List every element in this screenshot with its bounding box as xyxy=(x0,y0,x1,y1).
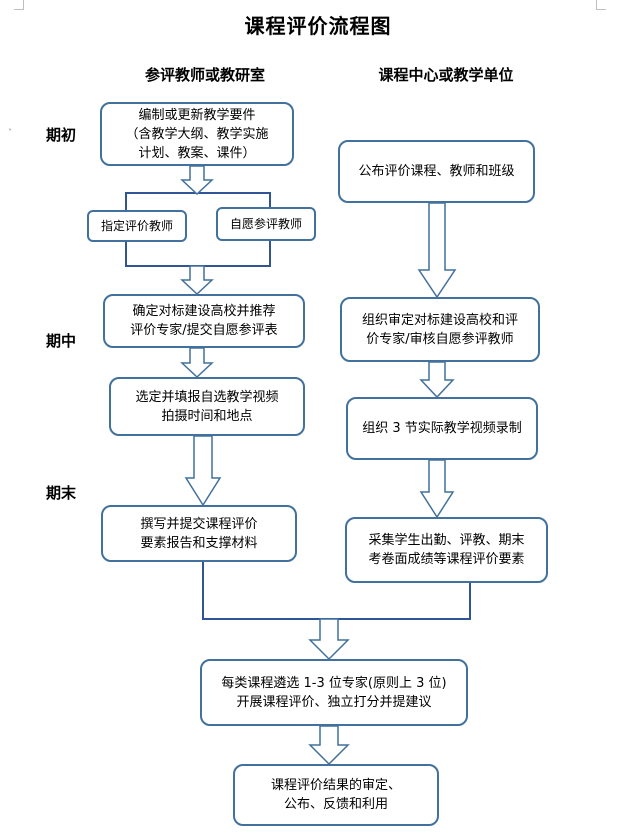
arrow-c1-to-c2 xyxy=(308,725,350,766)
arrow-r1-to-r2 xyxy=(417,202,457,299)
arrow-b4-to-b5 xyxy=(180,347,214,379)
merge-line-left xyxy=(202,562,470,620)
step-volunteer-teacher: 自愿参评教师 xyxy=(216,207,316,241)
arrow-b1-to-bracket xyxy=(180,165,214,196)
step-collect-evaluation-factors: 采集学生出勤、评教、期末 考卷面成绩等课程评价要素 xyxy=(345,517,548,583)
page-corner-mark-left xyxy=(14,0,24,10)
step-submit-evaluation-report: 撰写并提交课程评价 要素报告和支撑材料 xyxy=(101,505,297,562)
column-header-left: 参评教师或教研室 xyxy=(144,66,265,84)
arrow-merge-to-c1 xyxy=(308,618,350,661)
bracket-bottom-line xyxy=(125,240,271,267)
step-benchmark-and-experts: 确定对标建设高校并推荐 评价专家/提交自愿参评表 xyxy=(103,294,305,348)
step-update-teaching-docs: 编制或更新教学要件 （含教学大纲、教学实施 计划、教案、课件） xyxy=(100,102,294,166)
collapse-marker: ˅ xyxy=(8,128,12,137)
period-label-start: 期初 xyxy=(46,126,77,144)
arrow-b5-to-b6 xyxy=(184,435,222,507)
column-header-right: 课程中心或教学单位 xyxy=(378,66,514,84)
step-record-teaching-videos: 组织 3 节实际教学视频录制 xyxy=(346,397,538,460)
page-corner-mark-right xyxy=(596,0,606,10)
arrow-r2-to-r3 xyxy=(419,361,455,399)
period-label-mid: 期中 xyxy=(46,332,77,350)
step-expert-evaluation: 每类课程遴选 1-3 位专家(原则上 3 位) 开展课程评价、独立打分并提建议 xyxy=(200,659,468,726)
page-title: 课程评价流程图 xyxy=(244,14,392,38)
step-review-benchmark-experts: 组织审定对标建设高校和评 价专家/审核自愿参评教师 xyxy=(340,297,540,362)
step-select-video-schedule: 选定并填报自选教学视频 拍摄时间和地点 xyxy=(109,377,305,436)
step-publish-courses: 公布评价课程、教师和班级 xyxy=(338,140,535,203)
period-label-end: 期末 xyxy=(46,484,77,502)
step-results-publication: 课程评价结果的审定、 公布、反馈和利用 xyxy=(233,764,439,826)
arrow-r3-to-r4 xyxy=(419,459,455,519)
step-assigned-teacher: 指定评价教师 xyxy=(87,210,187,242)
arrow-bracket-to-b4 xyxy=(180,265,214,296)
